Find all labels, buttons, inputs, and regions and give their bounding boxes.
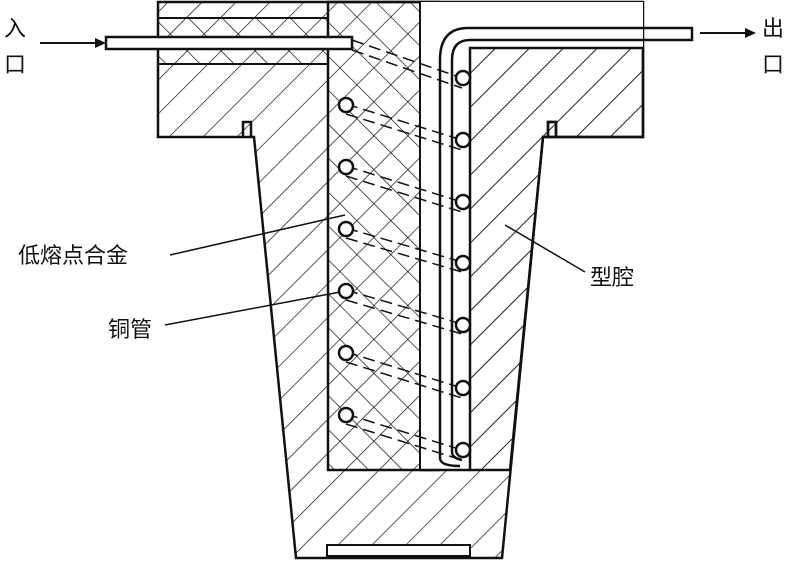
copper-tube-label: 铜管 bbox=[108, 318, 152, 343]
outlet-label-top: 出 bbox=[762, 17, 784, 42]
outlet-tube bbox=[438, 26, 694, 462]
copper-tube-circles bbox=[337, 69, 472, 459]
tube-circle-right bbox=[454, 441, 472, 459]
copper-tube-leader bbox=[164, 291, 341, 326]
inlet-label-bottom: 口 bbox=[4, 53, 26, 78]
inlet-arrow bbox=[40, 38, 106, 48]
tube-circle-right bbox=[454, 316, 472, 334]
tube-circle-left bbox=[337, 96, 355, 114]
tube-circle-right bbox=[454, 379, 472, 397]
outlet-label-bottom: 口 bbox=[762, 53, 784, 78]
bottom-slot bbox=[326, 544, 471, 557]
alloy-label: 低熔点合金 bbox=[18, 244, 128, 269]
tube-circle-left bbox=[337, 158, 355, 176]
outlet-arrow bbox=[700, 28, 756, 38]
tube-circle-left bbox=[337, 282, 355, 300]
tube-circle-right bbox=[454, 193, 472, 211]
coil-dashes bbox=[345, 39, 463, 461]
tube-circle-right bbox=[454, 69, 472, 87]
cavity-label: 型腔 bbox=[590, 266, 634, 291]
cavity-leader bbox=[504, 224, 586, 273]
cavity-wall bbox=[468, 46, 645, 472]
inlet-tube bbox=[104, 35, 354, 51]
tube-circle-right bbox=[454, 254, 472, 272]
tube-circle-left bbox=[337, 220, 355, 238]
alloy-leader bbox=[169, 214, 346, 256]
inlet-label-top: 入 bbox=[4, 17, 26, 42]
tube-circle-right bbox=[454, 131, 472, 149]
tube-circle-left bbox=[337, 406, 355, 424]
tube-circle-left bbox=[337, 344, 355, 362]
